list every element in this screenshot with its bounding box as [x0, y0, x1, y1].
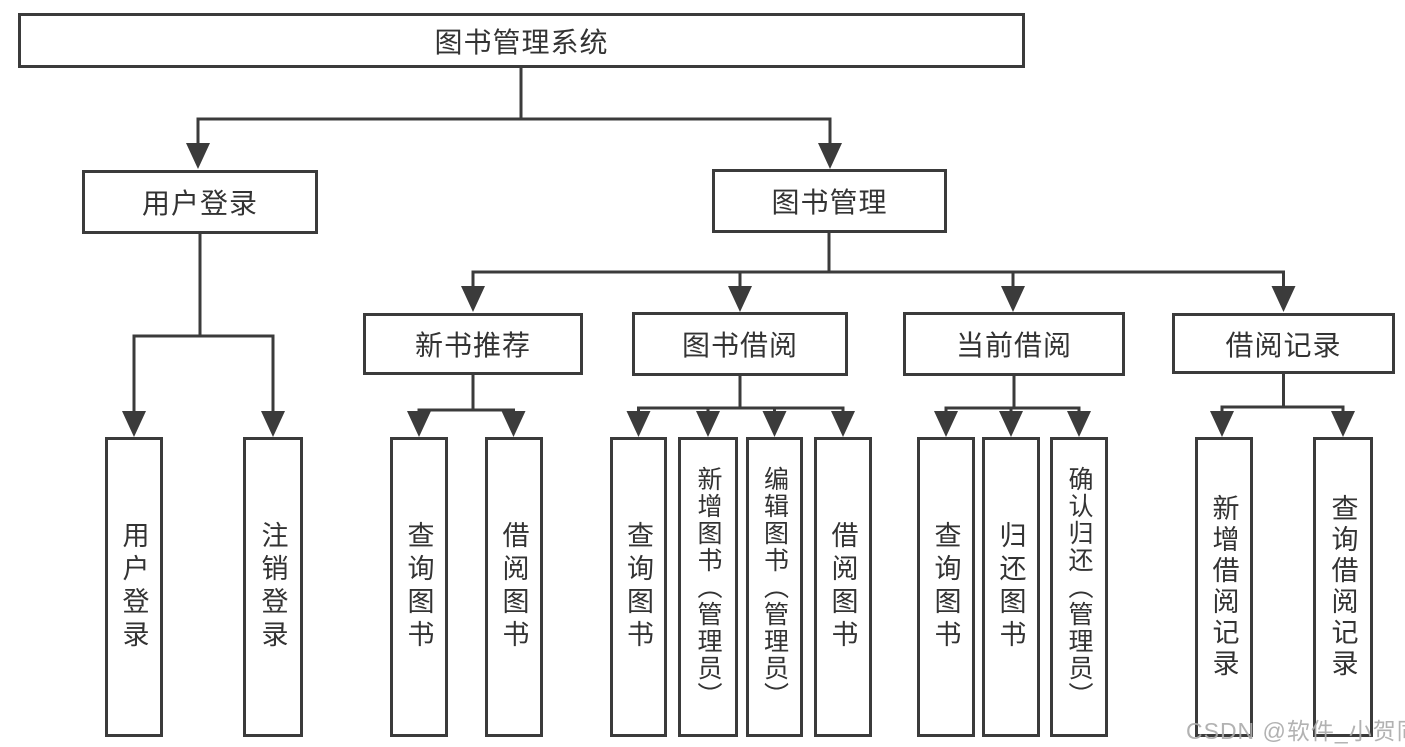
leaf-logout: 注销登录 — [243, 437, 303, 737]
node-new-book-recommend: 新书推荐 — [363, 313, 583, 375]
csdn-watermark: CSDN @软件_小贺同学 — [1186, 718, 1405, 744]
node-book-management: 图书管理 — [712, 169, 947, 233]
node-user-login: 用户登录 — [82, 170, 318, 234]
node-borrow-records: 借阅记录 — [1172, 313, 1395, 374]
node-book-borrow: 图书借阅 — [632, 312, 848, 376]
leaf-confirm-return-admin: 确认归还（管理员） — [1050, 437, 1108, 737]
leaf-user-login: 用户登录 — [105, 437, 163, 737]
node-current-borrow: 当前借阅 — [903, 312, 1125, 376]
leaf-query-books-current: 查询图书 — [917, 437, 975, 737]
leaf-query-books-borrow: 查询图书 — [610, 437, 667, 737]
root-node-library-system: 图书管理系统 — [18, 13, 1025, 68]
leaf-add-books-admin: 新增图书（管理员） — [678, 437, 738, 737]
leaf-borrow-books-recommend: 借阅图书 — [485, 437, 543, 737]
leaf-query-books-recommend: 查询图书 — [390, 437, 448, 737]
leaf-borrow-books: 借阅图书 — [814, 437, 872, 737]
leaf-query-borrow-record: 查询借阅记录 — [1313, 437, 1373, 737]
leaf-edit-books-admin: 编辑图书（管理员） — [746, 437, 803, 737]
leaf-return-books: 归还图书 — [982, 437, 1040, 737]
leaf-add-borrow-record: 新增借阅记录 — [1195, 437, 1253, 737]
